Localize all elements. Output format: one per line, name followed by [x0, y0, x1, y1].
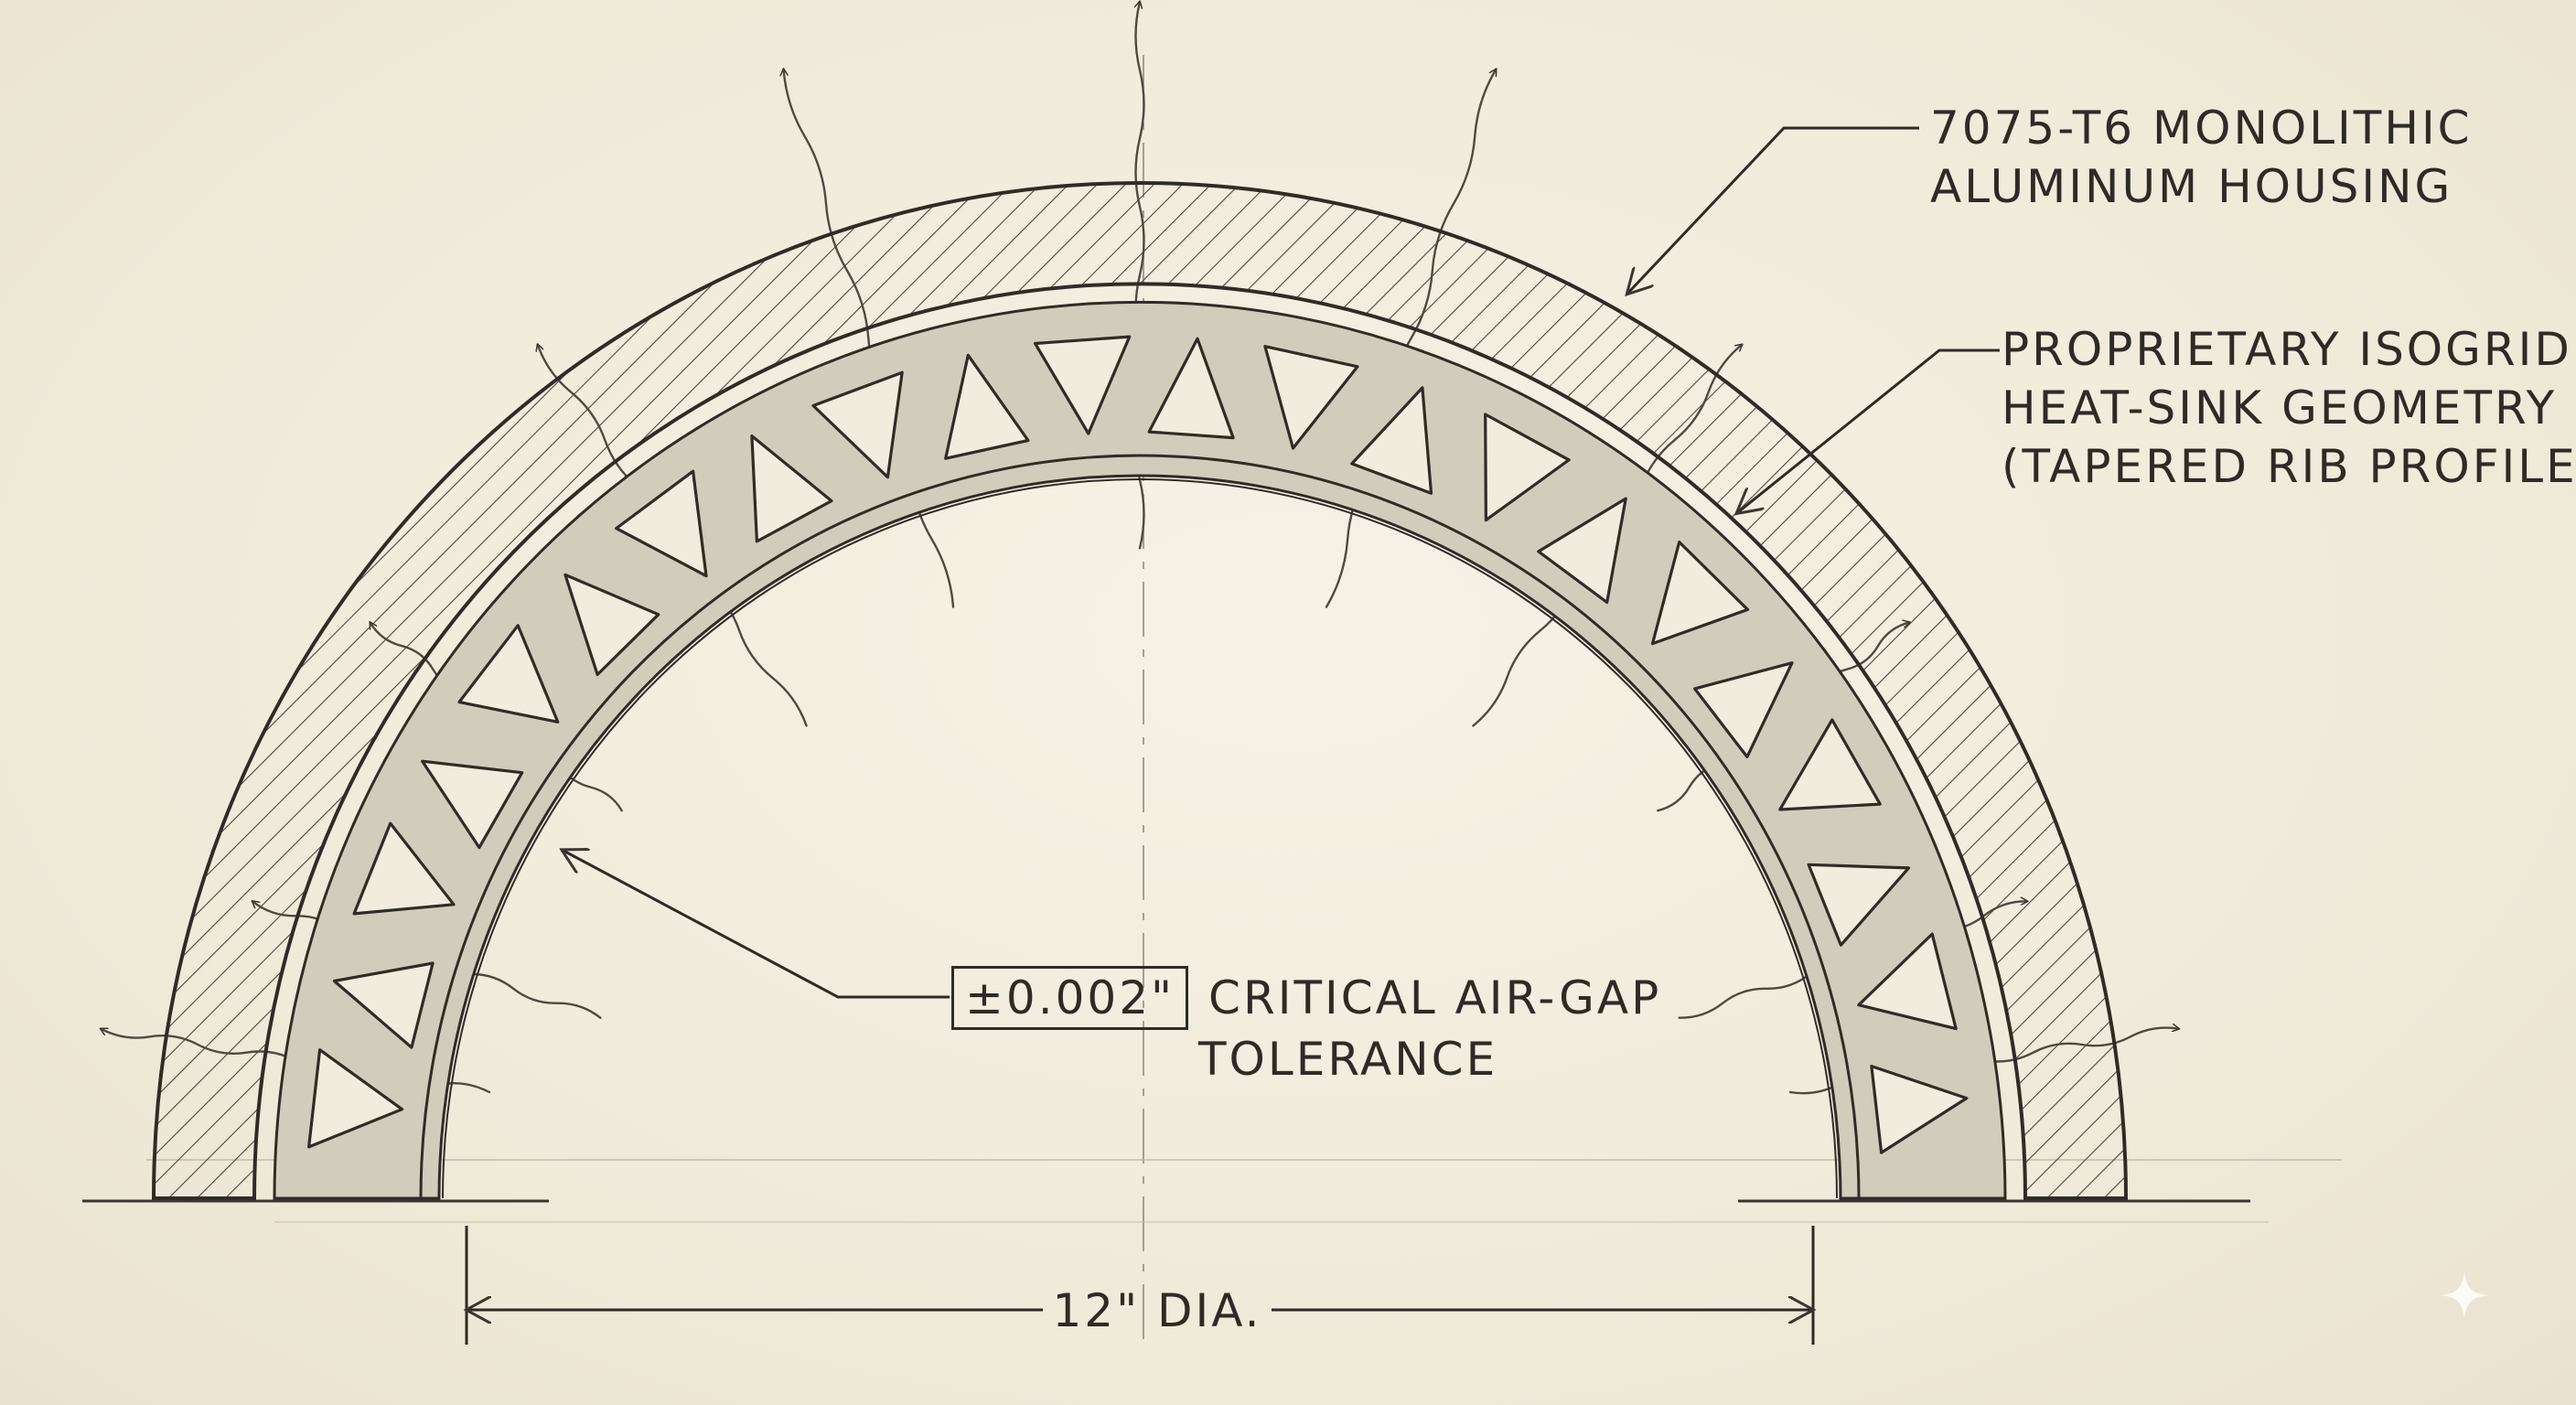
isogrid-band: [273, 300, 2007, 1200]
isogrid-cell: [421, 759, 524, 850]
isogrid-cell: [1778, 718, 1882, 811]
isogrid-cell: [307, 1048, 404, 1149]
housing-callout-line2: ALUMINUM HOUSING: [1930, 160, 2453, 213]
isogrid-callout-line3: (TAPERED RIB PROFILE): [2002, 440, 2576, 493]
isogrid-cell: [352, 821, 456, 916]
isogrid-cells: [307, 335, 1969, 1154]
tolerance-box: ±0.002": [951, 966, 1189, 1030]
isogrid-callout-line1: PROPRIETARY ISOGRID: [2002, 323, 2572, 376]
isogrid-callout: PROPRIETARY ISOGRID HEAT-SINK GEOMETRY (…: [2002, 320, 2576, 496]
tolerance-leader: [564, 851, 950, 999]
isogrid-cell: [1807, 863, 1911, 947]
isogrid-cell: [1870, 1065, 1969, 1154]
tolerance-callout-line2: TOLERANCE: [1198, 1033, 1498, 1086]
diameter-label: 12" DIA.: [1053, 1284, 1262, 1337]
isogrid-cell: [811, 370, 904, 479]
isogrid-cell: [332, 961, 435, 1049]
isogrid-leader: [1738, 349, 2000, 512]
isogrid-cell: [1147, 337, 1235, 440]
tolerance-callout-line1: CRITICAL AIR-GAP: [1208, 971, 1662, 1024]
diameter-dimension: [467, 1226, 1813, 1345]
isogrid-cell: [1034, 335, 1132, 435]
leader-lines: [564, 126, 2000, 999]
sparkle-icon: [2441, 1271, 2488, 1319]
inner-ring-edge: [442, 478, 1838, 1199]
isogrid-cell: [1350, 386, 1433, 495]
housing-callout: 7075-T6 MONOLITHIC ALUMINUM HOUSING: [1930, 99, 2473, 216]
isogrid-cell: [615, 469, 708, 578]
heat-wave-arrow: [1325, 70, 1497, 608]
isogrid-cell: [1263, 345, 1359, 450]
aluminum-housing: [151, 181, 2129, 1200]
isogrid-cell: [1857, 932, 1958, 1031]
isogrid-cell: [750, 434, 833, 543]
inner-ring-edge: [419, 454, 1861, 1199]
isogrid-cell: [457, 624, 560, 724]
isogrid-cell: [944, 353, 1030, 460]
isogrid-cell: [1650, 541, 1750, 646]
housing-leader: [1628, 126, 1919, 293]
isogrid-cell: [1693, 661, 1794, 758]
isogrid-callout-line2: HEAT-SINK GEOMETRY: [2002, 381, 2558, 434]
isogrid-cell: [564, 573, 660, 677]
isogrid-cell: [1537, 497, 1627, 605]
heat-wave-arrow: [784, 70, 955, 608]
housing-callout-line1: 7075-T6 MONOLITHIC: [1930, 102, 2473, 155]
tolerance-callout: ±0.002" CRITICAL AIR-GAP TOLERANCE: [951, 966, 1661, 1089]
isogrid-cell: [1484, 413, 1571, 522]
